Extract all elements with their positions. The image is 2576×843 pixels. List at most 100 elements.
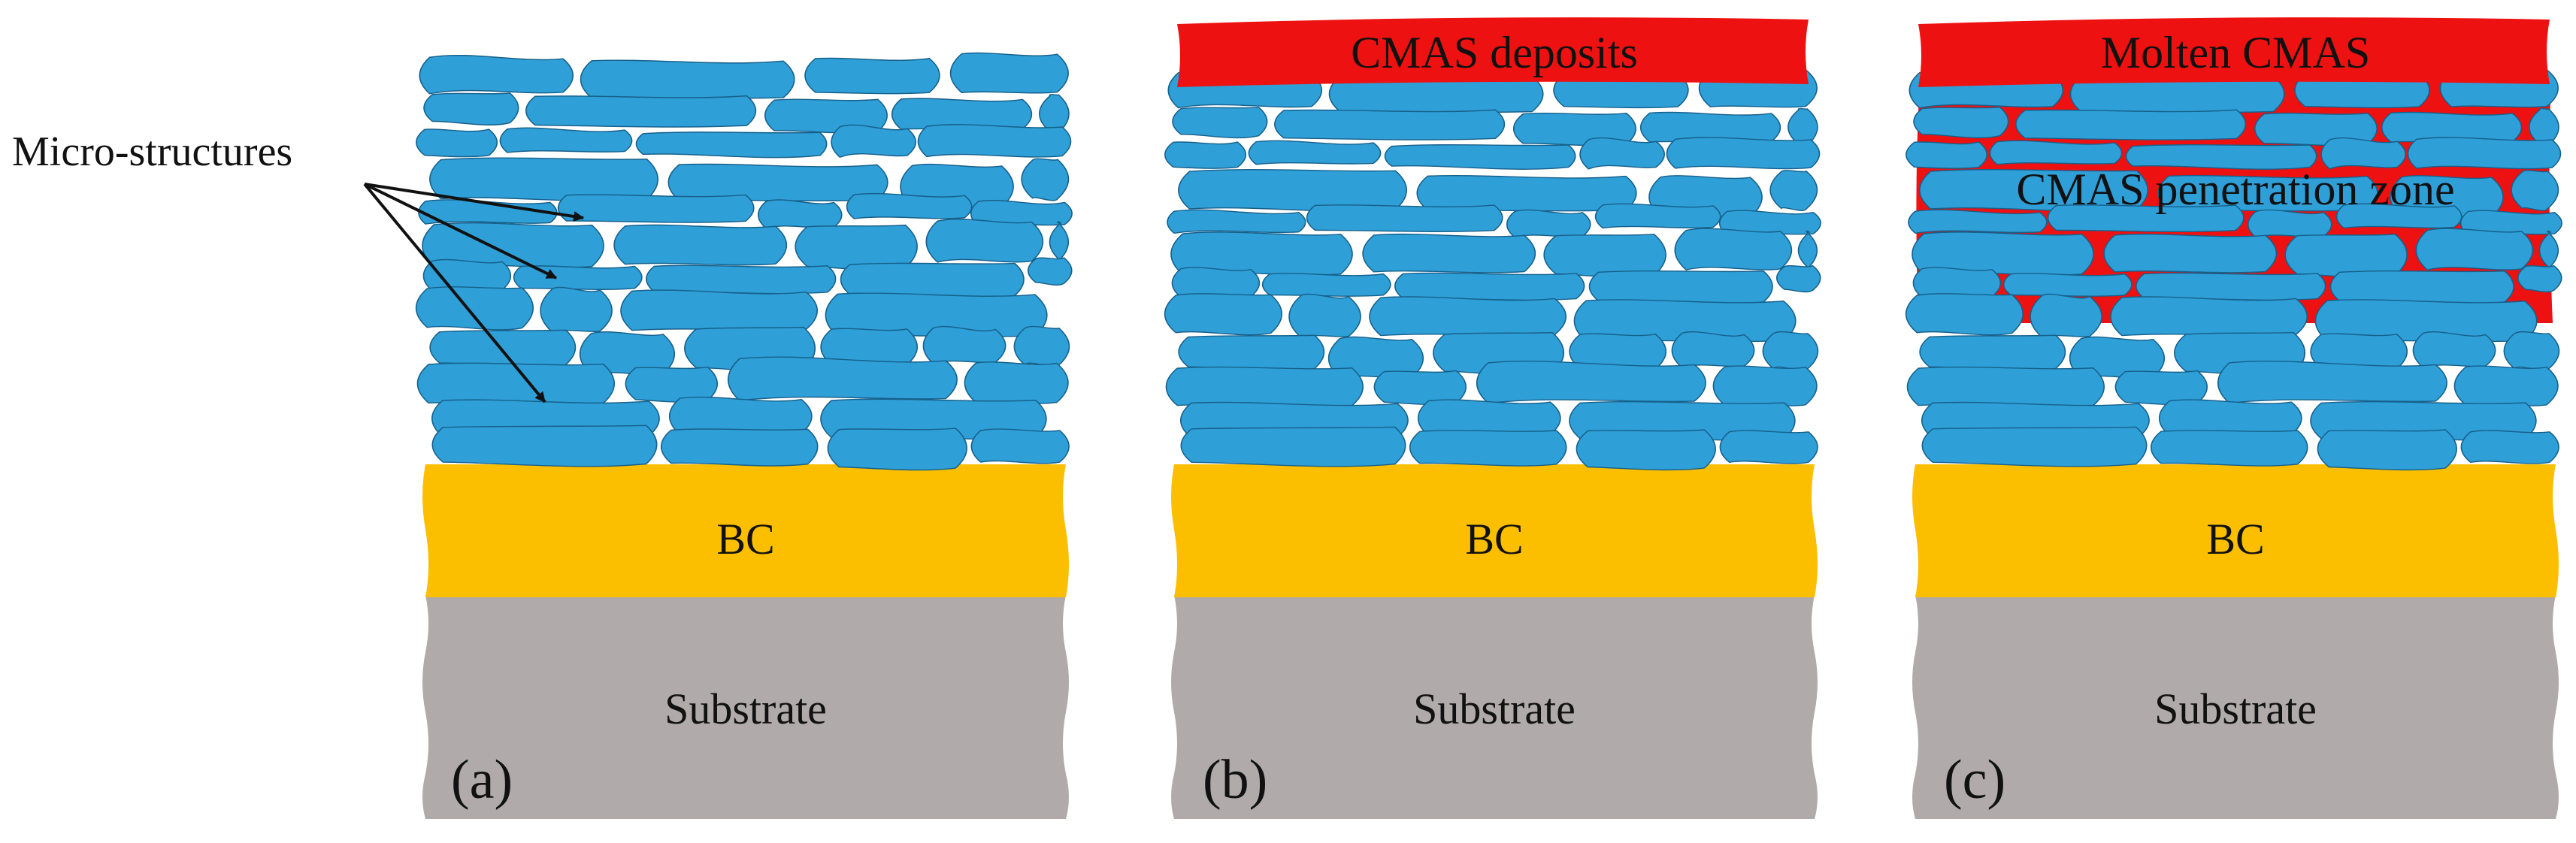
splat bbox=[1989, 140, 2123, 165]
splat bbox=[1274, 109, 1506, 140]
splat bbox=[917, 124, 1072, 158]
substrate-label: Substrate bbox=[664, 684, 827, 733]
panel-tag: (b) bbox=[1203, 749, 1267, 811]
splat bbox=[1769, 170, 1818, 211]
splat bbox=[1775, 264, 1821, 293]
panel-b-topcoat-splats bbox=[1164, 68, 1821, 471]
splat bbox=[846, 192, 973, 219]
splat bbox=[1164, 293, 1282, 336]
splat bbox=[2015, 109, 2247, 140]
molten-cmas-label: Molten CMAS bbox=[2101, 28, 2370, 77]
splat bbox=[2511, 170, 2559, 211]
splat bbox=[2415, 228, 2534, 271]
splat bbox=[1594, 203, 1721, 229]
substrate-block bbox=[422, 595, 1069, 819]
panel-b-cmas-deposit-layer: CMAS deposits bbox=[1177, 17, 1809, 87]
splat bbox=[1476, 361, 1706, 404]
arrow-to-upper-splat bbox=[364, 183, 585, 222]
substrate-block bbox=[1912, 595, 2559, 819]
splat bbox=[2150, 430, 2308, 467]
splat bbox=[2158, 399, 2302, 437]
splat bbox=[2503, 331, 2560, 371]
splat bbox=[1164, 141, 1247, 169]
panel-b: Substrate BC CMAS deposits (b) bbox=[1164, 17, 1821, 819]
splat bbox=[540, 286, 613, 334]
splat bbox=[580, 59, 795, 99]
splat bbox=[1912, 267, 2002, 298]
panel-a-substrate-layer: Substrate bbox=[422, 595, 1069, 819]
bond-coat-label: BC bbox=[716, 515, 774, 564]
splat bbox=[1027, 257, 1073, 286]
splat bbox=[922, 325, 1006, 364]
splat bbox=[1908, 209, 2048, 234]
splat bbox=[1671, 331, 1755, 369]
splat bbox=[669, 396, 813, 435]
splat bbox=[1417, 399, 1561, 437]
splat bbox=[513, 265, 643, 291]
splat bbox=[1712, 365, 1818, 406]
splat bbox=[1797, 230, 1818, 273]
splat bbox=[557, 194, 755, 223]
splat bbox=[1288, 293, 1361, 339]
substrate-label: Substrate bbox=[2154, 684, 2317, 733]
splat bbox=[525, 95, 757, 128]
splat bbox=[1384, 144, 1576, 170]
splat bbox=[2030, 293, 2102, 339]
splat bbox=[1913, 107, 2009, 139]
splat bbox=[757, 199, 843, 229]
bond-coat-block bbox=[422, 464, 1069, 597]
substrate-label: Substrate bbox=[1413, 684, 1576, 733]
splat bbox=[2125, 144, 2317, 170]
splat bbox=[2412, 331, 2496, 369]
arrow-to-middle-splat bbox=[364, 183, 558, 279]
splat bbox=[1719, 430, 1818, 464]
arrow-to-lower-splat bbox=[363, 183, 546, 403]
splat bbox=[1167, 209, 1306, 234]
splat bbox=[1165, 366, 1364, 408]
splat bbox=[1409, 430, 1567, 467]
cmas-deposit-band bbox=[1177, 17, 1809, 87]
panel-c-substrate-layer: Substrate bbox=[1912, 595, 2559, 819]
splat bbox=[415, 286, 534, 331]
panel-c: Substrate BC Molten CMAS CMAS penetratio… bbox=[1905, 17, 2562, 819]
splat bbox=[1576, 429, 1716, 471]
splat bbox=[1306, 204, 1503, 233]
panel-a-topcoat-splats bbox=[415, 52, 1073, 471]
panel-c-molten-cmas-layer: Molten CMAS bbox=[1918, 17, 2550, 87]
splat bbox=[418, 199, 558, 225]
splat bbox=[660, 428, 819, 467]
splat bbox=[728, 356, 958, 401]
splat bbox=[620, 289, 818, 331]
panel-b-bond-coat-layer: BC bbox=[1171, 464, 1818, 597]
splat bbox=[1588, 270, 1773, 305]
splat bbox=[804, 57, 940, 95]
splat bbox=[2407, 137, 2562, 170]
splat bbox=[1579, 137, 1666, 170]
micro-structures-label: Micro-structures bbox=[12, 128, 292, 175]
splat bbox=[1248, 140, 1382, 165]
splat bbox=[635, 131, 828, 159]
bond-coat-block bbox=[1912, 464, 2559, 597]
splat bbox=[1762, 331, 1819, 371]
splat bbox=[1171, 267, 1261, 298]
splat bbox=[2136, 272, 2326, 301]
splat bbox=[1362, 233, 1536, 273]
substrate-block bbox=[1171, 595, 1818, 819]
panel-a: Substrate BC (a) bbox=[415, 52, 1073, 819]
splat bbox=[831, 124, 917, 159]
splat bbox=[1506, 209, 1591, 238]
panel-b-substrate-layer: Substrate bbox=[1171, 595, 1818, 819]
splat bbox=[1049, 221, 1069, 265]
splat bbox=[2047, 204, 2245, 233]
splat bbox=[2460, 430, 2559, 464]
splat bbox=[416, 362, 615, 406]
splat bbox=[1906, 366, 2105, 408]
splat bbox=[1172, 107, 1268, 139]
splat bbox=[1666, 137, 1821, 170]
splat bbox=[2320, 137, 2407, 170]
splat bbox=[1180, 426, 1406, 467]
cmas-deposits-label: CMAS deposits bbox=[1351, 28, 1638, 77]
bond-coat-label: BC bbox=[2206, 515, 2264, 564]
